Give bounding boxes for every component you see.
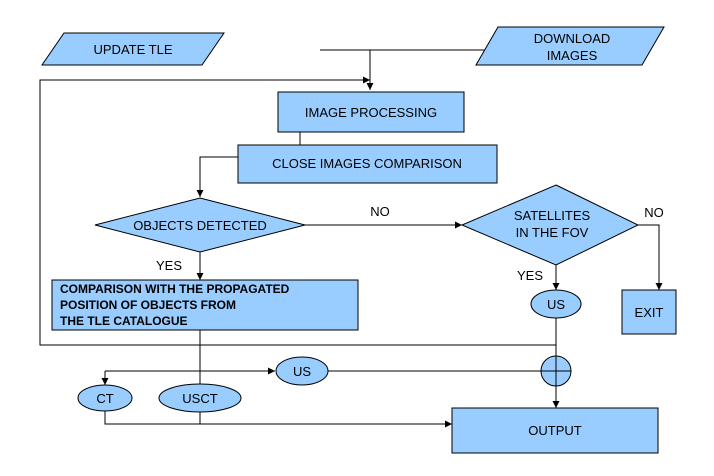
output-label: OUTPUT [528, 423, 582, 438]
exit-label: EXIT [635, 305, 664, 320]
close-images-comparison-node: CLOSE IMAGES COMPARISON [237, 144, 498, 184]
edge-loop-back [39, 76, 556, 346]
edge-label-no-satellites: NO [644, 205, 664, 220]
comparison-label-line1: COMPARISON WITH THE PROPAGATED [60, 282, 290, 296]
download-images-label-line2: IMAGES [547, 48, 598, 63]
objects-detected-label: OBJECTS DETECTED [133, 218, 267, 233]
output-node: OUTPUT [451, 407, 659, 454]
update-tle-node: UPDATE TLE [41, 32, 225, 66]
ct-node: CT [77, 384, 133, 412]
edge-comparison-to-objects [196, 156, 238, 197]
us-upper-label: US [547, 297, 565, 312]
us-lower-node: US [275, 356, 329, 386]
comparison-node: COMPARISON WITH THE PROPAGATED POSITION … [51, 279, 359, 331]
close-images-comparison-label: CLOSE IMAGES COMPARISON [272, 156, 462, 171]
comparison-label-line3: THE TLE CATALOGUE [60, 314, 188, 328]
usct-label: USCT [182, 391, 217, 406]
us-lower-label: US [293, 364, 311, 379]
edge-label-no-objects: NO [370, 204, 390, 219]
satellites-label-line1: SATELLITES [514, 208, 591, 223]
objects-detected-node: OBJECTS DETECTED [94, 197, 306, 253]
us-upper-node: US [530, 289, 582, 319]
edge-label-yes-satellites: YES [517, 268, 543, 283]
connectors [39, 49, 663, 428]
edge-label-yes-objects: YES [156, 258, 182, 273]
summing-junction [540, 355, 572, 387]
satellites-in-fov-node: SATELLITES IN THE FOV [460, 184, 640, 266]
edge-ct-to-output [104, 411, 452, 428]
image-processing-node: IMAGE PROCESSING [277, 91, 465, 133]
edge-download-to-processing [366, 49, 498, 90]
image-processing-label: IMAGE PROCESSING [305, 105, 437, 120]
usct-node: USCT [158, 383, 242, 413]
download-images-node: DOWNLOAD IMAGES [475, 26, 665, 66]
exit-node: EXIT [621, 289, 677, 335]
download-images-label-line1: DOWNLOAD [534, 31, 611, 46]
update-tle-label: UPDATE TLE [94, 42, 173, 57]
comparison-label-line2: POSITION OF OBJECTS FROM [60, 298, 236, 312]
satellites-label-line2: IN THE FOV [516, 225, 589, 240]
ct-label: CT [96, 391, 113, 406]
edge-satellites-no [638, 224, 663, 290]
